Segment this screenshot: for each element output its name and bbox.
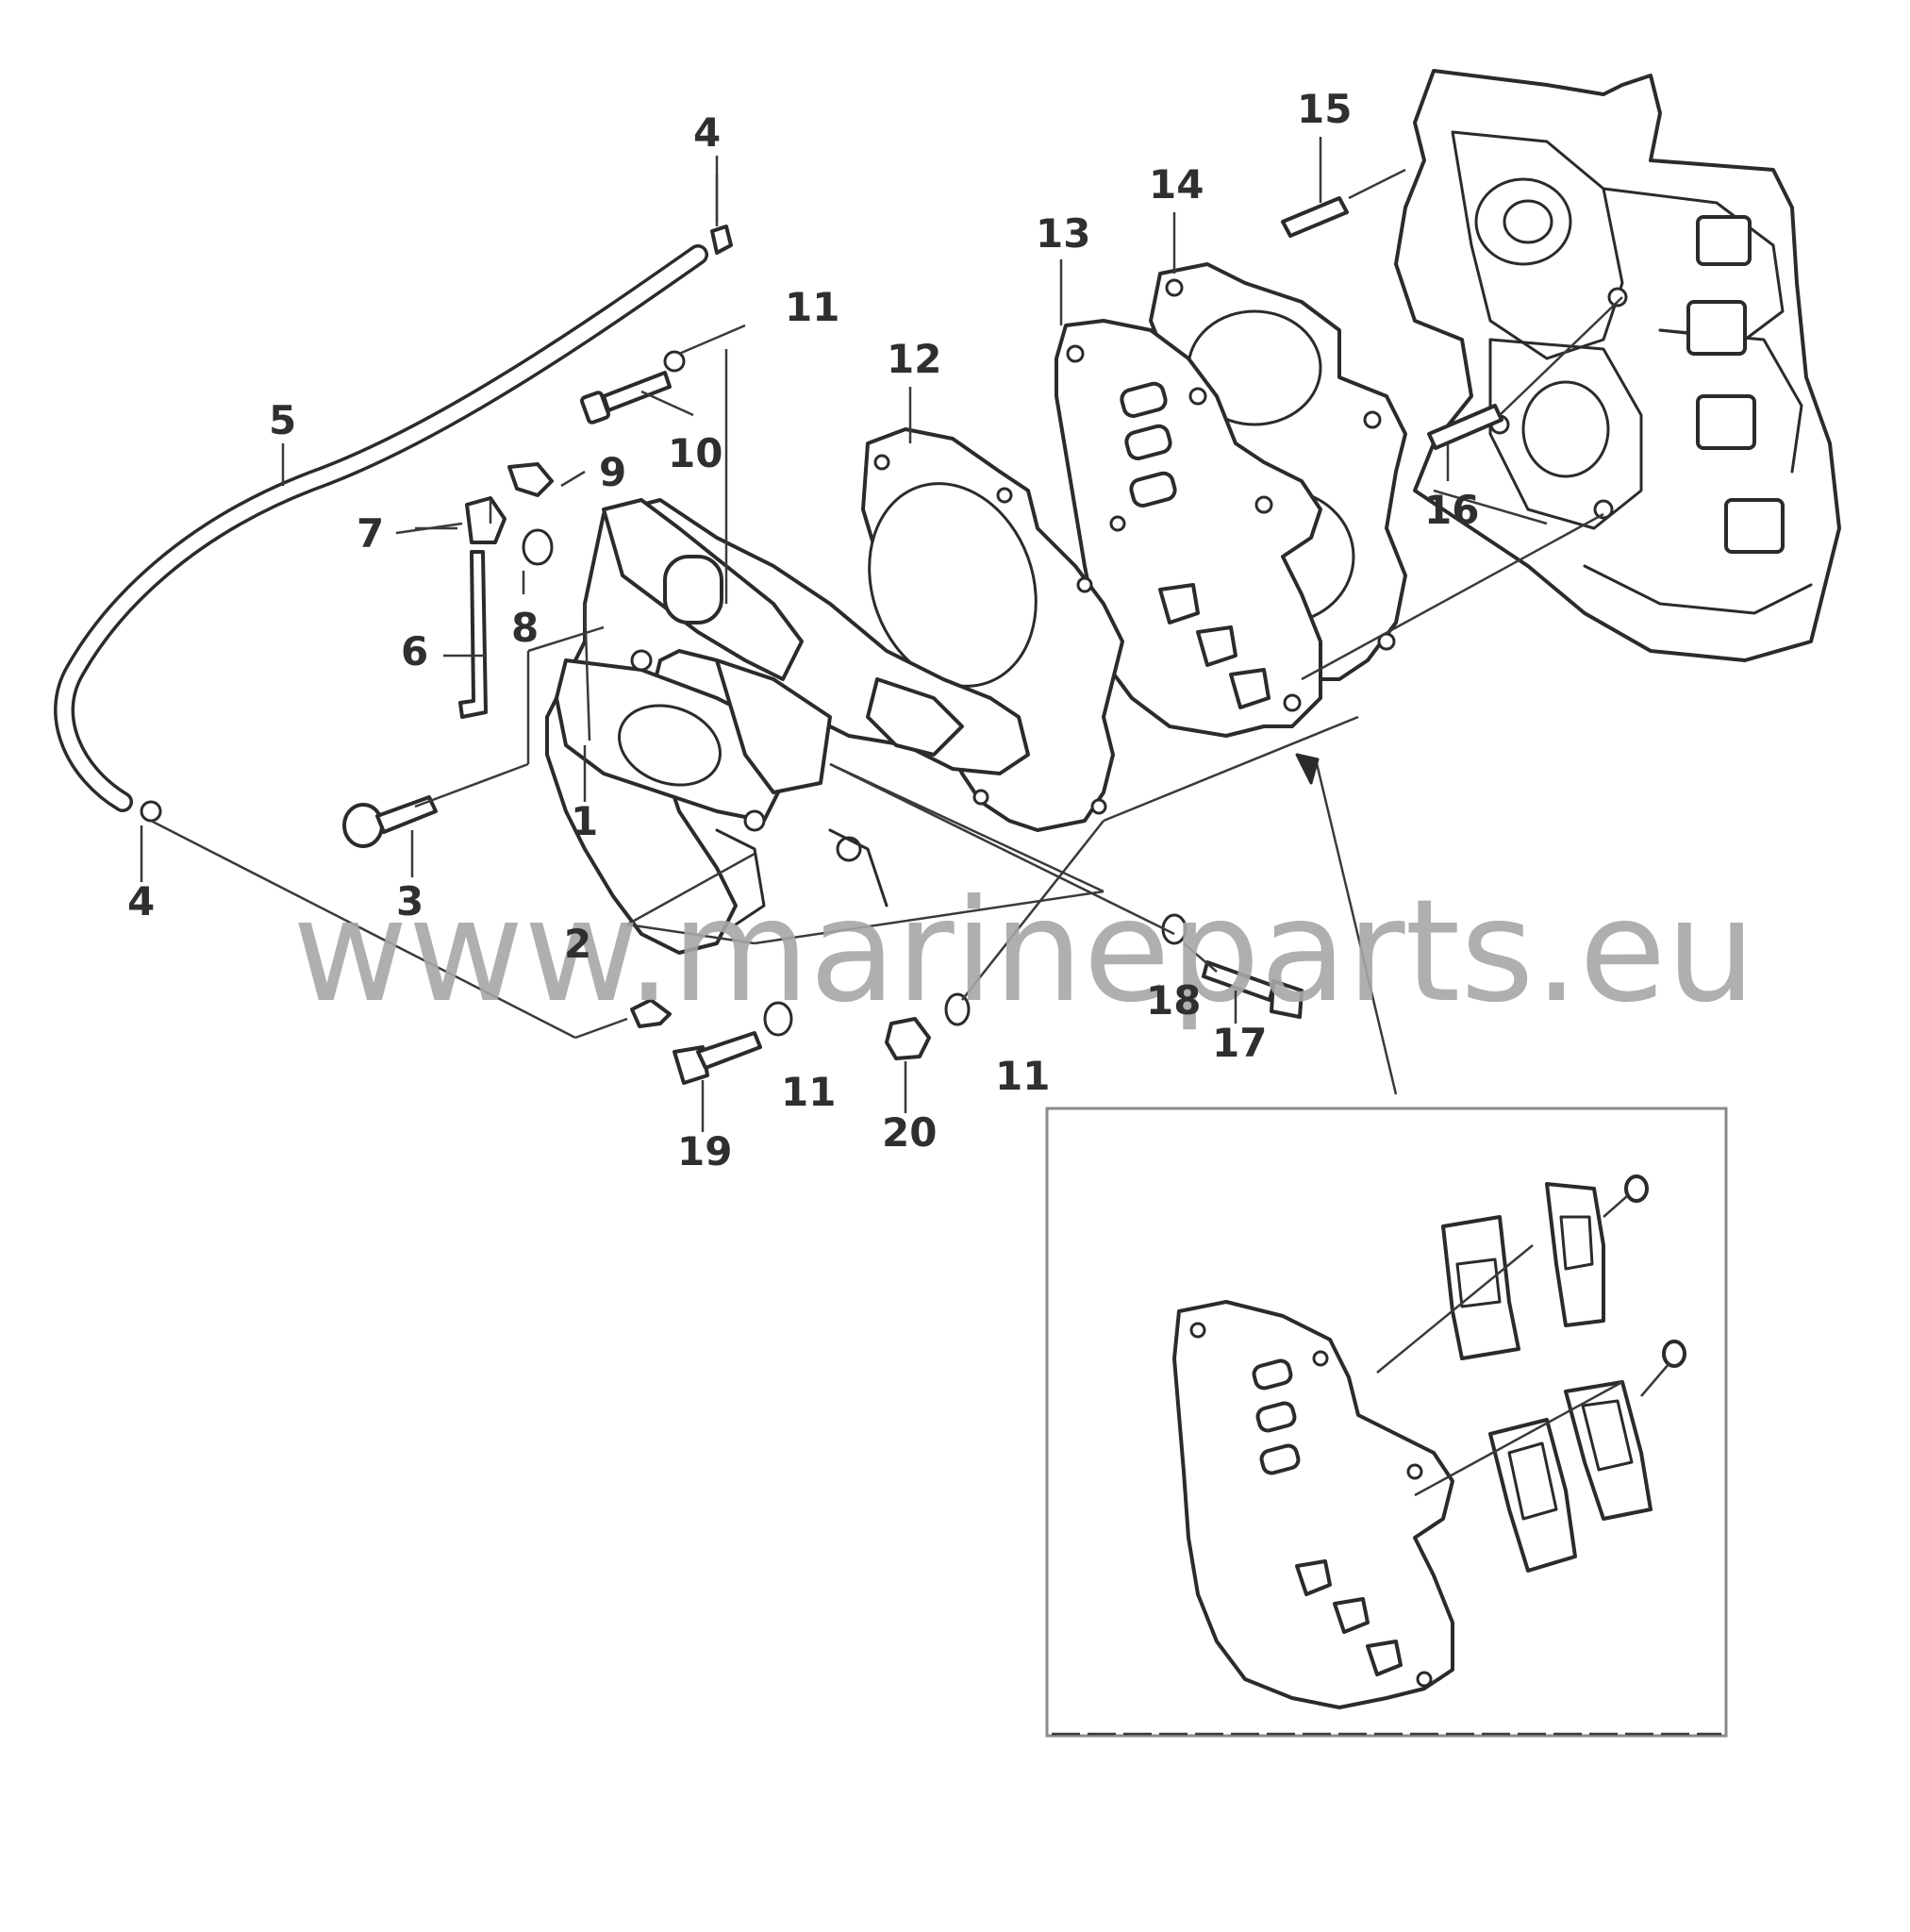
callout-5: 5	[269, 397, 296, 443]
callout-labels: 4 11 5 10 9 7 8 6 1 3 4 2 11 19 20 11 18…	[127, 86, 1479, 1174]
callout-4-top: 4	[693, 109, 721, 156]
watermark: www.marineparts.eu	[292, 870, 1756, 1034]
washer-11-left	[763, 1001, 793, 1037]
callout-14: 14	[1149, 161, 1204, 208]
callout-8: 8	[511, 605, 539, 651]
hose-5	[54, 244, 708, 812]
callout-16: 16	[1424, 487, 1479, 533]
clip-9	[507, 462, 554, 497]
engine-block	[1394, 69, 1841, 662]
callout-11-top: 11	[785, 284, 839, 330]
callout-20: 20	[882, 1109, 937, 1156]
stud-16	[1427, 404, 1503, 450]
callout-11-right: 11	[995, 1053, 1050, 1099]
callout-leaders	[140, 137, 1450, 1132]
callout-9: 9	[599, 449, 626, 495]
washer-11-right	[944, 992, 971, 1026]
bolt-3	[342, 795, 438, 848]
washer-8	[522, 528, 554, 566]
clip-4-bottom	[140, 800, 162, 823]
callout-17: 17	[1212, 1020, 1267, 1066]
bolt-19	[673, 1031, 762, 1085]
stud-15	[1281, 196, 1349, 238]
callout-2: 2	[564, 921, 591, 967]
pin-6	[458, 550, 488, 719]
callout-7: 7	[357, 510, 384, 557]
screw-17	[1202, 960, 1304, 1019]
screw-2	[630, 998, 672, 1028]
callout-10: 10	[668, 430, 722, 476]
callout-1: 1	[571, 798, 598, 844]
inset-frame	[1045, 1107, 1728, 1738]
gasket-12	[861, 427, 1124, 832]
washer-11-top	[663, 350, 686, 373]
screw-10	[580, 371, 672, 425]
callout-12: 12	[887, 336, 941, 382]
callout-15: 15	[1297, 86, 1352, 132]
clip-4-top	[710, 225, 733, 255]
callout-19: 19	[677, 1128, 732, 1174]
callout-3: 3	[396, 878, 424, 924]
callout-11-left: 11	[781, 1069, 836, 1115]
reed-plate-13	[1055, 319, 1322, 738]
callout-4-bottom: 4	[127, 878, 155, 924]
callout-18: 18	[1146, 977, 1201, 1024]
plug-7	[465, 496, 507, 544]
nut-20	[885, 1017, 931, 1060]
intake-manifold-1	[545, 498, 1030, 955]
callout-6: 6	[401, 628, 428, 675]
inset-detail	[1045, 1107, 1728, 1738]
callout-13: 13	[1036, 210, 1090, 257]
